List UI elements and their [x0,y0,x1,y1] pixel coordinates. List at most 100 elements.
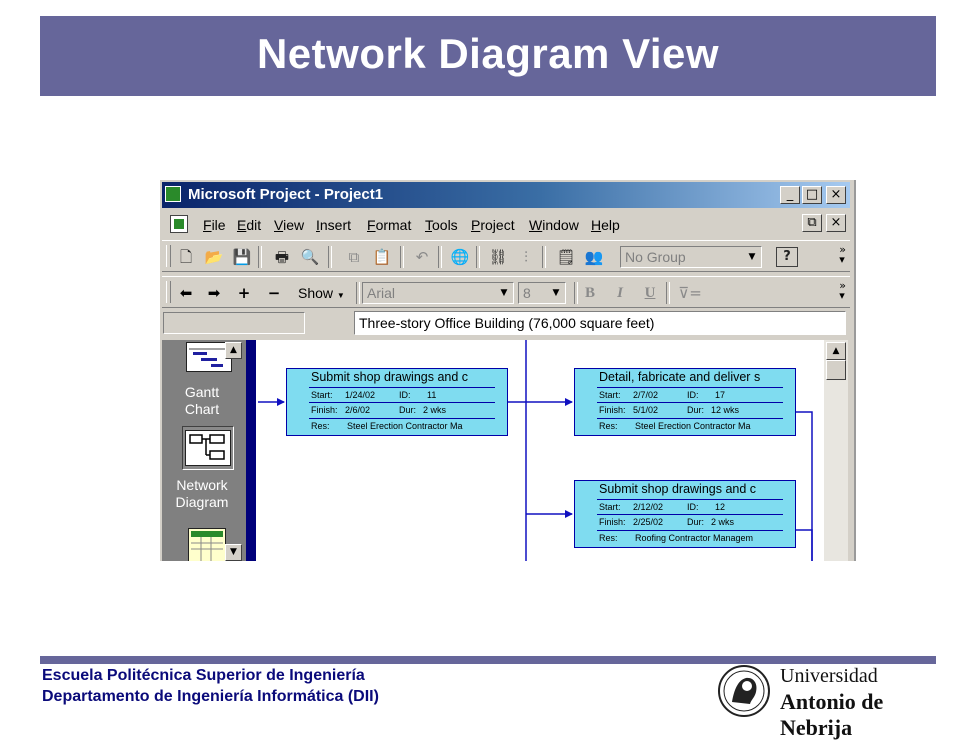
slide-title-bar: Network Diagram View [40,16,936,96]
chevron-down-icon: ▼ [336,291,345,300]
calendar-view-icon[interactable] [188,528,226,561]
node-divider [309,402,495,403]
duration-label: Dur: [687,517,705,527]
gantt-chart-icon[interactable] [186,342,232,372]
scroll-up-arrow-icon[interactable]: ▲ [826,342,846,360]
entry-field[interactable]: Three-story Office Building (76,000 squa… [354,311,846,335]
maximize-button[interactable]: □ [802,186,822,204]
show-outline-button[interactable]: Show ▼ [298,283,354,303]
toolbar-options-icon[interactable]: »▾ [839,243,846,266]
toolbar-separator [666,282,670,304]
toolbar-grip[interactable] [166,245,171,267]
view-bar-scroll-down[interactable]: ▼ [225,544,242,561]
close-button[interactable]: × [826,186,846,204]
insert-hyperlink-icon[interactable]: 🌐 [450,248,470,266]
node-divider [309,387,495,388]
node-divider [597,514,783,515]
network-diagram-label-1: Network [176,477,228,493]
task-notes-icon[interactable]: 🗒 [556,248,576,266]
menu-help[interactable]: Help [591,217,620,233]
gantt-chart-label-2: Chart [184,401,220,417]
node-divider [597,387,783,388]
bold-button[interactable]: B [584,285,595,301]
university-seal-logo [716,664,772,718]
duration-label: Dur: [687,405,705,415]
calendar-glyph [191,531,223,561]
link-tasks-icon[interactable]: ⛓ [488,248,508,266]
toolbar-grip[interactable] [166,281,171,303]
font-size-dropdown[interactable]: 8 ▼ [518,282,566,304]
help-icon[interactable]: ? [776,247,798,267]
menu-project[interactable]: Project [471,217,515,233]
university-name-line2: Antonio de Nebrija [780,689,884,740]
scroll-thumb[interactable] [826,360,846,380]
scroll-right-icon[interactable]: ➡ [207,284,221,302]
task-node[interactable]: Submit shop drawings and c Start: 2/12/0… [574,480,796,548]
dependency-lines [258,340,813,561]
undo-icon[interactable]: ↶ [415,248,429,266]
menu-tools[interactable]: Tools [425,217,458,233]
resource-value: Steel Erection Contractor Ma [347,421,463,431]
copy-icon[interactable]: ⧉ [348,248,360,266]
show-subtasks-icon[interactable]: + [237,284,251,302]
menu-view[interactable]: View [274,217,305,233]
task-node[interactable]: Submit shop drawings and c Start: 1/24/0… [286,368,508,436]
resource-value: Steel Erection Contractor Ma [635,421,751,431]
menu-insert[interactable]: Insert [316,217,352,233]
document-close-button[interactable]: × [826,214,846,232]
start-value: 1/24/02 [345,390,376,400]
link-out-12 [796,529,813,561]
menu-bar: File Edit View Insert Format Tools Proje… [162,212,850,238]
network-diagram-canvas[interactable]: Submit shop drawings and c Start: 1/24/0… [246,340,824,561]
finish-label: Finish: [599,405,626,415]
minimize-button[interactable]: _ [780,186,800,204]
task-node[interactable]: Detail, fabricate and deliver s Start: 2… [574,368,796,436]
start-label: Start: [599,390,621,400]
id-label: ID: [399,390,411,400]
italic-button[interactable]: I [617,285,623,301]
chevron-down-icon: ▼ [552,288,560,298]
document-icon[interactable] [170,215,188,233]
menu-file[interactable]: File [203,217,226,233]
menu-format[interactable]: Format [367,217,412,233]
vertical-scrollbar[interactable]: ▲ [824,340,848,561]
print-preview-icon[interactable]: 🔍 [300,248,320,266]
gantt-chart-label-1: Gantt [184,384,220,400]
menu-edit[interactable]: Edit [237,217,262,233]
group-by-value: No Group [625,249,686,265]
network-diagram-glyph [189,434,225,460]
group-by-dropdown[interactable]: No Group ▼ [620,246,762,268]
new-icon[interactable]: 🗋 [179,248,193,266]
filter-icon[interactable]: ⊽= [678,284,702,302]
scroll-left-icon[interactable]: ⬅ [179,284,193,302]
node-divider [597,418,783,419]
toolbar-separator [400,246,404,268]
ms-project-app-icon [165,186,181,202]
link-out-17 [796,411,813,561]
paste-icon[interactable]: 📋 [372,248,392,266]
split-task-icon[interactable]: ⫶ [524,248,528,266]
font-dropdown[interactable]: Arial ▼ [362,282,514,304]
entry-bar: Three-story Office Building (76,000 squa… [162,310,850,338]
network-diagram-button[interactable] [182,426,234,470]
view-bar-scroll-up[interactable]: ▲ [225,342,242,359]
hide-subtasks-icon[interactable]: − [267,284,281,302]
save-icon[interactable]: 💾 [232,248,252,266]
menu-window[interactable]: Window [529,217,579,233]
open-icon[interactable]: 📂 [204,248,224,266]
toolbar-options-icon[interactable]: »▾ [839,279,846,302]
underline-button[interactable]: U [644,285,656,301]
ms-project-window: Microsoft Project - Project1 _ □ × File … [160,180,856,561]
font-size-value: 8 [523,285,531,301]
finish-value: 2/6/02 [345,405,371,415]
toolbar-separator [438,246,442,268]
duration-value: 12 wks [711,405,740,415]
duration-label: Dur: [399,405,417,415]
resource-label: Res: [599,533,618,543]
toolbar-separator [258,246,262,268]
finish-label: Finish: [599,517,626,527]
print-icon[interactable]: 🖶 [274,248,290,266]
window-title-bar[interactable]: Microsoft Project - Project1 _ □ × [162,182,850,208]
document-restore-button[interactable]: ⧉ [802,214,822,232]
assign-resources-icon[interactable]: 👥 [584,248,604,266]
